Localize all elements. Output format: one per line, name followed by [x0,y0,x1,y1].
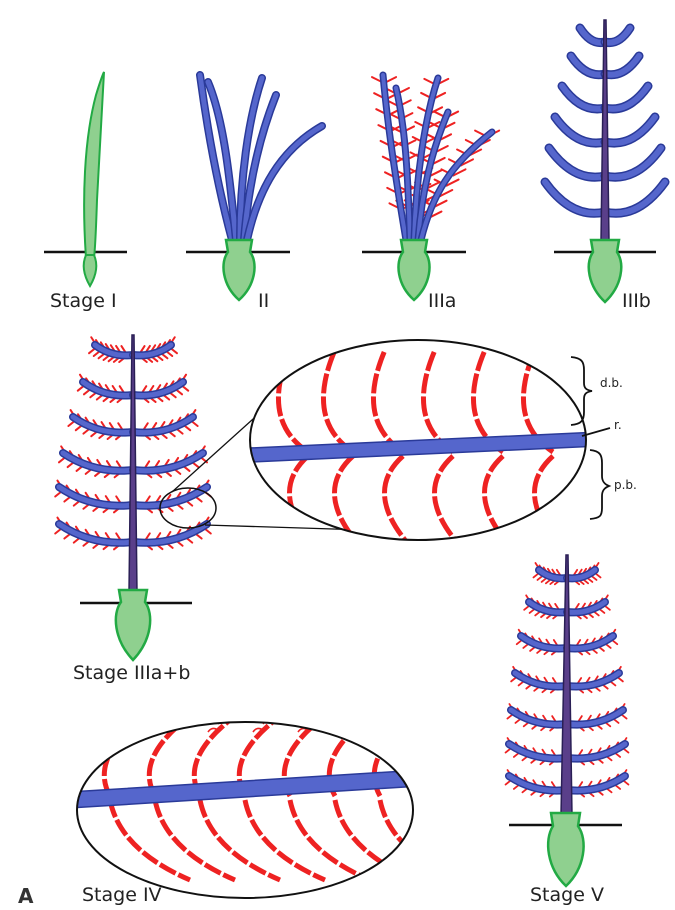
barb [567,673,619,687]
stage-i-sheath [84,255,97,286]
stage-i-filament [84,72,104,258]
stage-iiib-label: IIIb [622,290,651,312]
barbicel [308,720,318,724]
barb [605,56,639,75]
barbicel [118,728,128,732]
barbicel [388,728,398,732]
sheath [116,590,150,660]
barb [571,56,605,75]
rachis-label: r. [614,418,622,432]
sheath [548,813,583,886]
stage-ii-feather [186,75,322,300]
stage-i-feather [44,72,127,286]
stage-iiia-label: IIIa [428,290,456,312]
rachis [129,335,137,592]
barb [521,636,567,649]
sheath [398,240,429,300]
stage-i-label: Stage I [50,290,117,312]
barb [567,636,613,649]
stage-v-label: Stage V [530,884,604,906]
zoom-detail-barbs [250,340,600,540]
stage-ii-label: II [258,290,269,312]
rachis [601,20,609,240]
stage-iiia-feather [362,75,499,300]
panel-letter: A [18,884,33,908]
sheath [223,240,254,300]
barb [515,673,567,687]
stage-iiiab-label: Stage IIIa+b [73,662,190,684]
barbicel [398,720,408,724]
stage-iv-label: Stage IV [82,884,162,906]
stage-iiib-feather [545,20,665,302]
barbicel [353,720,363,724]
distal-barbs-label: d.b. [600,376,623,390]
barbicel [128,720,138,724]
barbicel [343,728,353,732]
barbicel [173,720,183,724]
stage-iv-detail [70,720,460,898]
sheath [589,240,621,302]
stage-v-feather [506,555,629,886]
proximal-barbs-label: p.b. [614,478,637,492]
pb-bracket [590,450,609,519]
